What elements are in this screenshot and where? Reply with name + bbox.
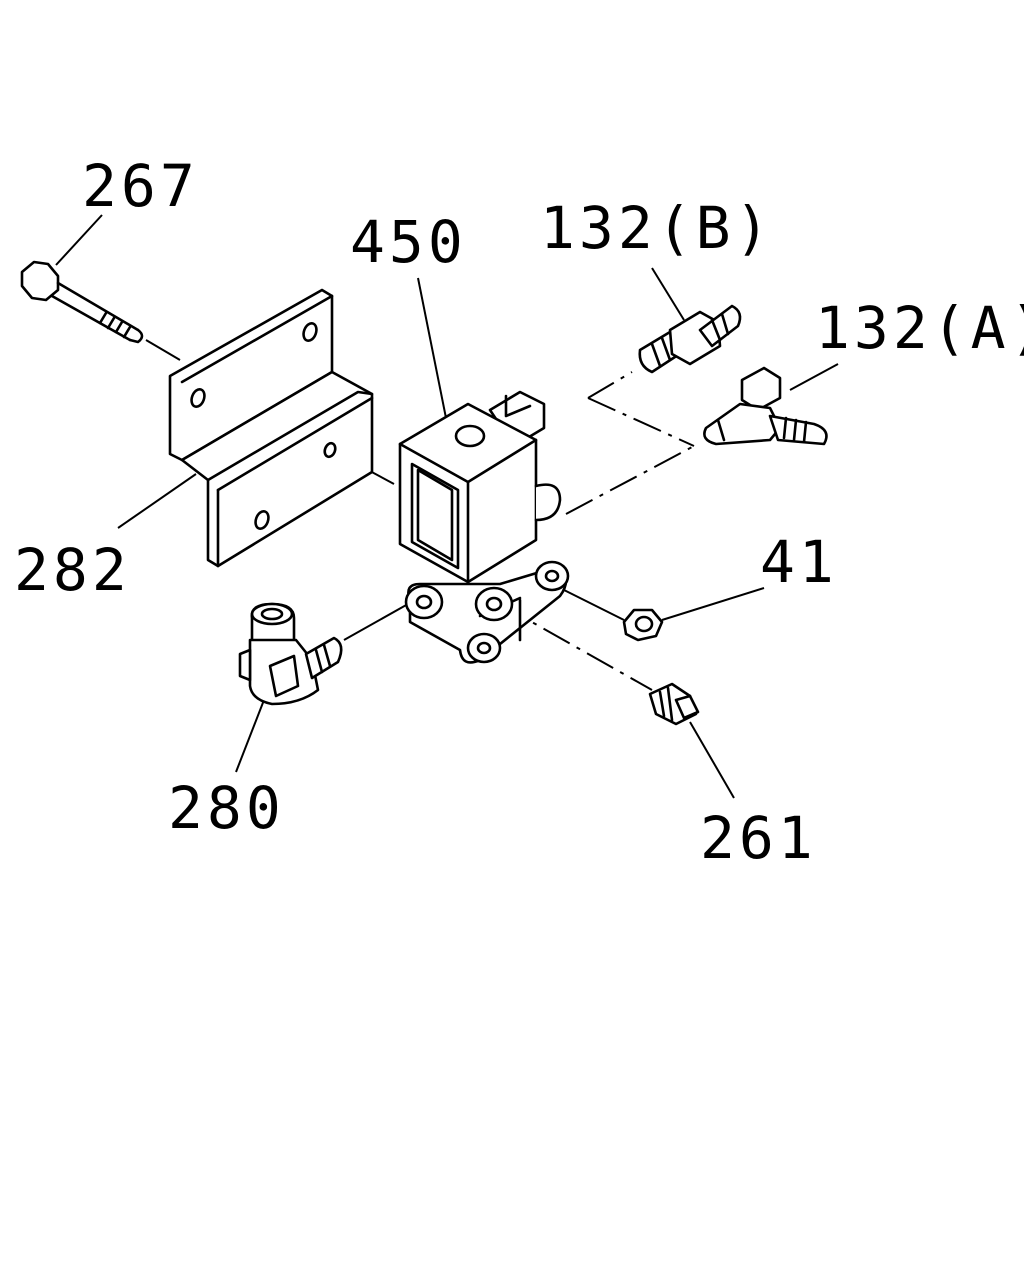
callout-267: 267 [82,152,199,220]
bracket-282 [168,288,374,568]
solenoid-valve-450 [398,390,570,664]
callout-282: 282 [14,536,131,604]
elbow-connector-280 [238,602,343,706]
plug-261 [648,682,700,726]
callout-450: 450 [350,208,467,276]
bolt-267 [20,260,144,344]
fitting-132b [638,304,742,374]
nut-41 [622,608,664,642]
fitting-132a [703,366,828,446]
callout-132b: 132(B) [540,194,774,262]
callout-41: 41 [760,528,838,596]
callout-280: 280 [168,774,285,842]
leader-lines [55,214,839,799]
callout-132a: 132(A) [815,294,1024,362]
callout-261: 261 [700,804,817,872]
